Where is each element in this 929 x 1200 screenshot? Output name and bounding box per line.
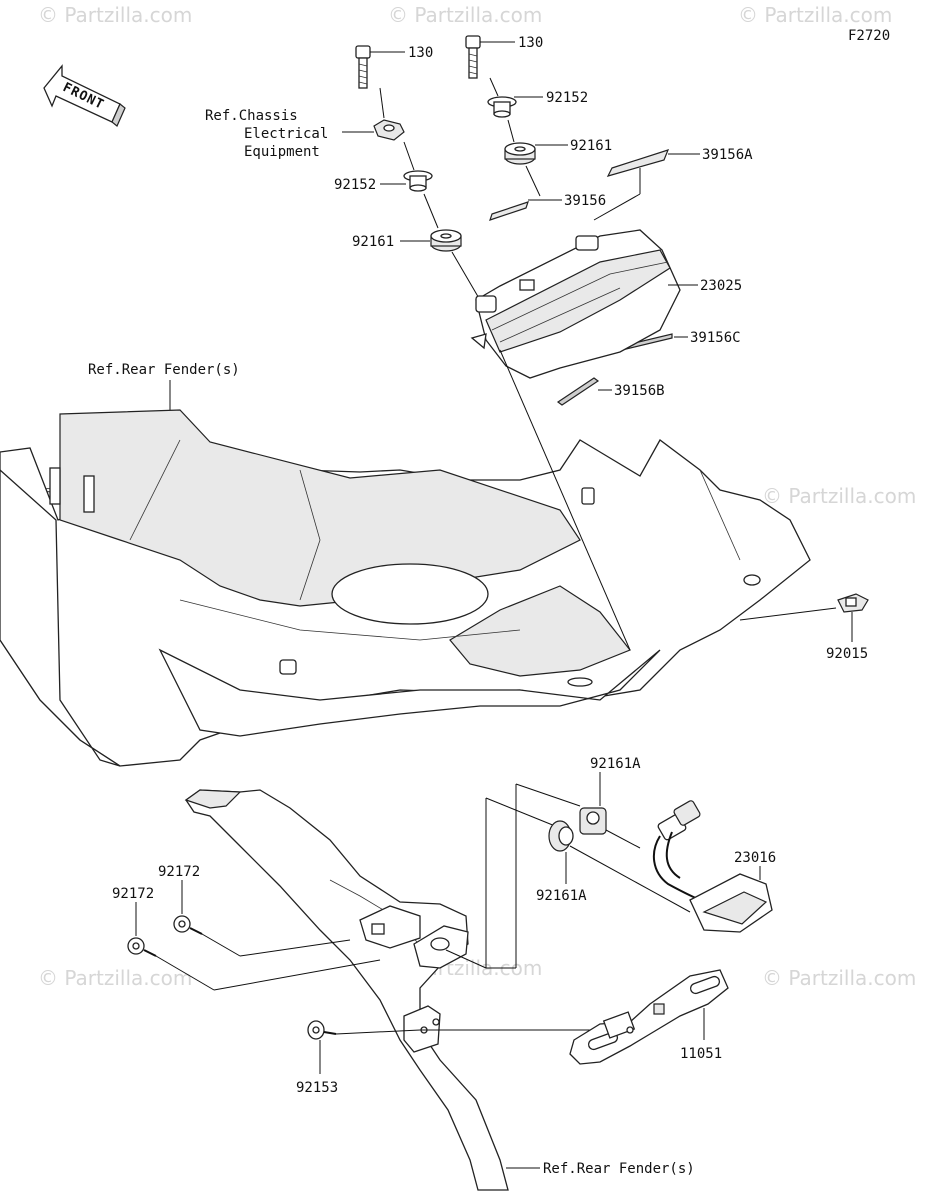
svg-text:© Partzilla.com: © Partzilla.com (738, 3, 892, 27)
screw-92172-lower (127, 937, 157, 957)
svg-text:© Partzilla.com: © Partzilla.com (38, 3, 192, 27)
screw-92153 (307, 1020, 337, 1040)
bolt-130-right (465, 35, 481, 79)
bracket-11051 (569, 969, 729, 1065)
svg-text:© Partzilla.com: © Partzilla.com (762, 966, 916, 990)
collar-92152-left (403, 170, 433, 192)
svg-text:© Partzilla.com: © Partzilla.com (762, 484, 916, 508)
callout-130-b: 130 (518, 35, 543, 51)
callout-92153: 92153 (296, 1080, 338, 1096)
svg-text:© Partzilla.com: © Partzilla.com (38, 966, 192, 990)
callout-39156c: 39156C (690, 330, 741, 346)
callout-92161a-upper: 92161A (590, 756, 641, 772)
ref-rear-fender-bottom: Ref.Rear Fender(s) (543, 1161, 695, 1177)
tail-lamp-23025 (470, 229, 681, 379)
clip-92015 (837, 593, 869, 613)
callout-92172-lower: 92172 (112, 886, 154, 902)
callout-92152-a: 92152 (334, 177, 376, 193)
bolt-130-left (355, 45, 371, 89)
callout-92152-b: 92152 (546, 90, 588, 106)
ref-rear-fender-top: Ref.Rear Fender(s) (88, 362, 240, 378)
grommet-92161a-upper (579, 807, 607, 835)
sticker-39156 (489, 201, 529, 221)
sticker-39156b (556, 377, 600, 406)
rear-fender-body (0, 409, 811, 767)
callout-130-a: 130 (408, 45, 433, 61)
front-arrow-icon: FRONT (43, 64, 126, 127)
callout-92161-b: 92161 (570, 138, 612, 154)
ref-chassis-line2: Electrical (244, 126, 328, 142)
screw-92172-upper (173, 915, 203, 935)
grommet-92161-left (430, 229, 462, 252)
callout-92161a-lower: 92161A (536, 888, 587, 904)
callout-92161-a: 92161 (352, 234, 394, 250)
callout-23016: 23016 (734, 850, 776, 866)
callout-39156: 39156 (564, 193, 606, 209)
grommet-92161a-lower (548, 820, 574, 852)
callout-23025: 23025 (700, 278, 742, 294)
nut-ref-chassis (373, 119, 405, 141)
callout-11051: 11051 (680, 1046, 722, 1062)
grommet-92161-right (504, 142, 536, 165)
callout-92172-upper: 92172 (158, 864, 200, 880)
license-lamp-23016 (652, 800, 773, 933)
ref-chassis-line1: Ref.Chassis (205, 108, 298, 124)
figure-code: F2720 (848, 28, 890, 44)
callout-39156b: 39156B (614, 383, 665, 399)
license-lamp-bracket-frame (184, 789, 509, 1191)
ref-chassis-line3: Equipment (244, 144, 320, 160)
collar-92152-right (487, 96, 517, 118)
callout-39156a: 39156A (702, 147, 753, 163)
svg-text:© Partzilla.com: © Partzilla.com (388, 3, 542, 27)
callout-92015: 92015 (826, 646, 868, 662)
sticker-39156a (606, 149, 670, 177)
